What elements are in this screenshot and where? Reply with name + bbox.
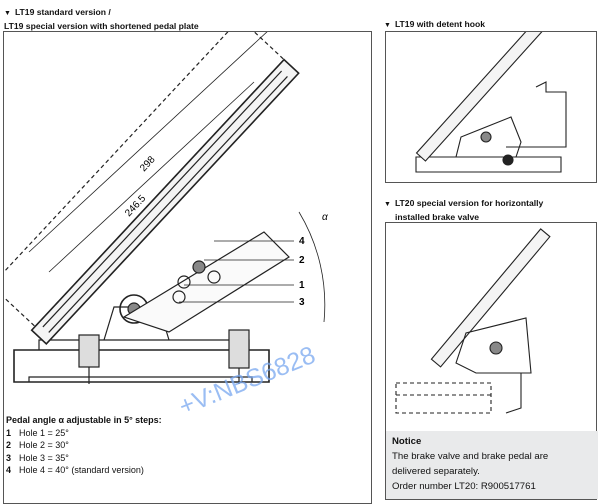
lt19-pedal-drawing: 298 246.5 α 4 2 1 3 bbox=[4, 32, 328, 384]
angle-alpha-label: α bbox=[322, 212, 328, 223]
triangle-marker-icon: ▼ bbox=[384, 201, 391, 208]
notice-box: Notice The brake valve and brake pedal a… bbox=[386, 431, 598, 499]
left-header-line2: LT19 special version with shortened peda… bbox=[4, 21, 199, 31]
left-section-header: ▼LT19 standard version / LT19 special ve… bbox=[4, 6, 199, 32]
notice-line: Order number LT20: R900517761 bbox=[392, 481, 536, 492]
notice-line: The brake valve and brake pedal are bbox=[392, 451, 549, 462]
detent-hook-drawing-panel bbox=[385, 31, 597, 183]
lt20-horizontal-valve-drawing bbox=[395, 228, 551, 414]
left-header-line1: LT19 standard version / bbox=[14, 7, 111, 17]
right-mid-header: ▼LT20 special version for horizontally i… bbox=[384, 198, 544, 222]
triangle-marker-icon: ▼ bbox=[4, 10, 11, 17]
callout-2: 2 bbox=[299, 255, 305, 266]
main-drawing-panel: 298 246.5 α 4 2 1 3 bbox=[3, 31, 372, 504]
callout-3: 3 bbox=[299, 297, 305, 308]
right-top-header: ▼LT19 with detent hook bbox=[384, 19, 486, 29]
notice-line: delivered separately. bbox=[392, 466, 480, 477]
callout-4: 4 bbox=[299, 236, 305, 247]
notice-title: Notice bbox=[392, 436, 422, 447]
triangle-marker-icon: ▼ bbox=[384, 22, 391, 29]
callout-1: 1 bbox=[299, 280, 305, 291]
dimension-long-label: 298 bbox=[138, 154, 158, 174]
lt19-detent-hook-drawing bbox=[415, 32, 567, 173]
legend-title: Pedal angle α adjustable in 5° steps: bbox=[6, 415, 162, 425]
